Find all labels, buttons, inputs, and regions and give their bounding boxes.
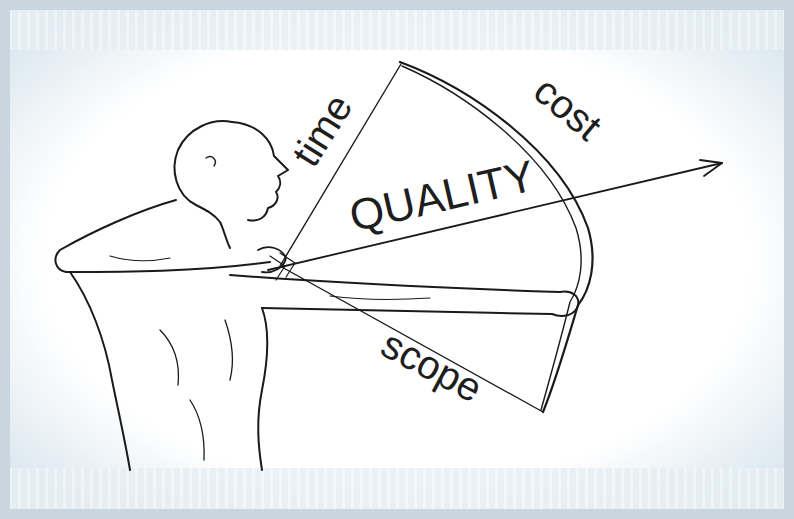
arrow-head [700,160,722,176]
bow-string [280,64,543,412]
arm-muscle [110,256,170,261]
muscle-line [160,320,232,460]
bottom-band [10,468,784,509]
chest-line [258,308,267,470]
top-band [10,10,784,50]
head-back [175,121,232,248]
back-line [70,272,130,470]
ear [206,157,215,166]
bow-arm [230,275,578,316]
frame [10,10,784,509]
drawing-hand [258,247,286,272]
face-profile [232,122,288,221]
arrow-fletching [270,253,295,280]
drawing-arm [55,200,270,272]
arm-muscle [330,296,430,299]
